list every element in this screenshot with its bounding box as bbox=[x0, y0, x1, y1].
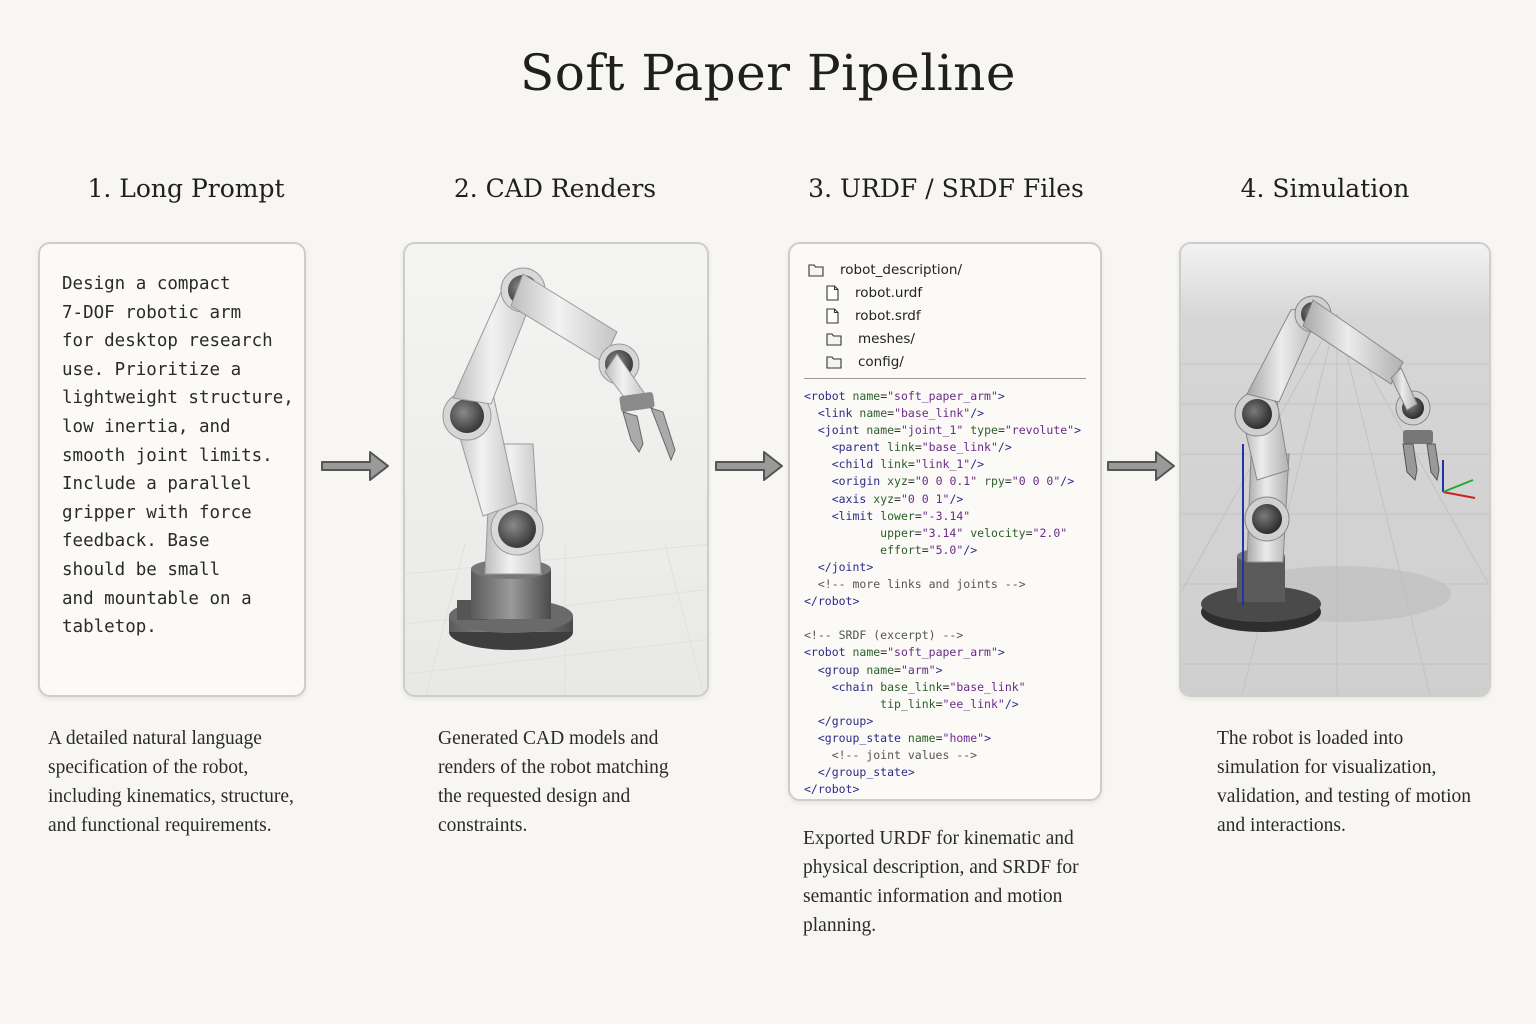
folder-icon bbox=[808, 263, 832, 277]
code-line: <!-- joint values --> bbox=[804, 747, 978, 762]
step-title-1: 1. Long Prompt bbox=[87, 174, 285, 203]
file-icon bbox=[826, 307, 847, 324]
file-name: config/ bbox=[858, 353, 904, 370]
code-line: <origin xyz="0 0 0.1" rpy="0 0 0"/> bbox=[831, 474, 1075, 489]
step-title-4: 4. Simulation bbox=[1240, 174, 1410, 203]
arrow-right-icon bbox=[1107, 451, 1175, 481]
code-block: <robot name="soft_paper_arm"> <link name… bbox=[804, 388, 1094, 798]
folder-icon bbox=[826, 332, 850, 346]
code-line: </group> bbox=[817, 713, 874, 728]
caption-prompt: A detailed natural language specificatio… bbox=[48, 728, 294, 836]
page-title: Soft Paper Pipeline bbox=[520, 44, 1016, 102]
step-title-2: 2. CAD Renders bbox=[453, 174, 657, 203]
code-line: <!-- more links and joints --> bbox=[804, 577, 1026, 592]
code-line: <!-- SRDF (excerpt) --> bbox=[804, 628, 964, 643]
code-line: </joint> bbox=[817, 559, 874, 574]
file-name: meshes/ bbox=[858, 330, 915, 347]
divider bbox=[804, 378, 1086, 379]
folder-row: meshes/ bbox=[808, 327, 962, 350]
code-line: </robot> bbox=[804, 594, 860, 609]
caption-urdf: Exported URDF for kinematic and physical… bbox=[803, 828, 1079, 936]
code-line: </robot> bbox=[804, 782, 860, 797]
file-name: robot.urdf bbox=[855, 284, 923, 301]
code-line: <group name="arm"> bbox=[817, 662, 943, 677]
code-line: <joint name="joint_1" type="revolute"> bbox=[817, 423, 1082, 438]
robot-arm-render-image bbox=[405, 244, 707, 695]
caption-simulation: The robot is loaded into simulation for … bbox=[1217, 728, 1472, 836]
code-line: <link name="base_link"/> bbox=[817, 406, 985, 421]
file-name: robot.srdf bbox=[855, 307, 921, 324]
code-line: tip_link="ee_link"/> bbox=[880, 696, 1019, 711]
code-line: <limit lower="-3.14" bbox=[831, 508, 971, 523]
folder-row: robot_description/ bbox=[808, 258, 962, 281]
code-line: <robot name="soft_paper_arm"> bbox=[804, 645, 1005, 660]
code-line: <parent link="base_link"/> bbox=[831, 440, 1012, 455]
folder-row: config/ bbox=[808, 350, 962, 373]
file-tree: robot_description/robot.urdf robot.srdf me… bbox=[808, 258, 962, 373]
caption-cad: Generated CAD models and renders of the … bbox=[438, 728, 669, 836]
step-title-3: 3. URDF / SRDF Files bbox=[808, 174, 1084, 203]
simulation-viewport-image bbox=[1181, 244, 1489, 695]
code-line: <child link="link_1"/> bbox=[831, 457, 985, 472]
cad-render-card bbox=[403, 242, 709, 697]
code-line: upper="3.14" velocity="2.0" bbox=[880, 525, 1068, 540]
code-line: </group_state> bbox=[817, 765, 915, 780]
simulation-card bbox=[1179, 242, 1491, 697]
arrow-right-icon bbox=[321, 451, 389, 481]
code-line bbox=[804, 610, 1094, 627]
code-line: <group_state name="home"> bbox=[817, 730, 992, 745]
code-line: <robot name="soft_paper_arm"> bbox=[804, 389, 1005, 403]
code-line: <chain base_link="base_link" bbox=[831, 679, 1026, 694]
code-line: effort="5.0"/> bbox=[880, 542, 978, 557]
file-name: robot_description/ bbox=[840, 261, 962, 278]
prompt-card: Design a compact 7-DOF robotic arm for d… bbox=[38, 242, 306, 697]
prompt-text: Design a compact 7-DOF robotic arm for d… bbox=[62, 274, 294, 638]
file-icon bbox=[826, 284, 847, 301]
folder-icon bbox=[826, 355, 850, 369]
arrow-right-icon bbox=[715, 451, 783, 481]
urdf-srdf-card: robot_description/robot.urdf robot.srdf me… bbox=[788, 242, 1102, 801]
code-line: <axis xyz="0 0 1"/> bbox=[831, 491, 964, 506]
file-row: robot.urdf bbox=[808, 281, 962, 304]
file-row: robot.srdf bbox=[808, 304, 962, 327]
